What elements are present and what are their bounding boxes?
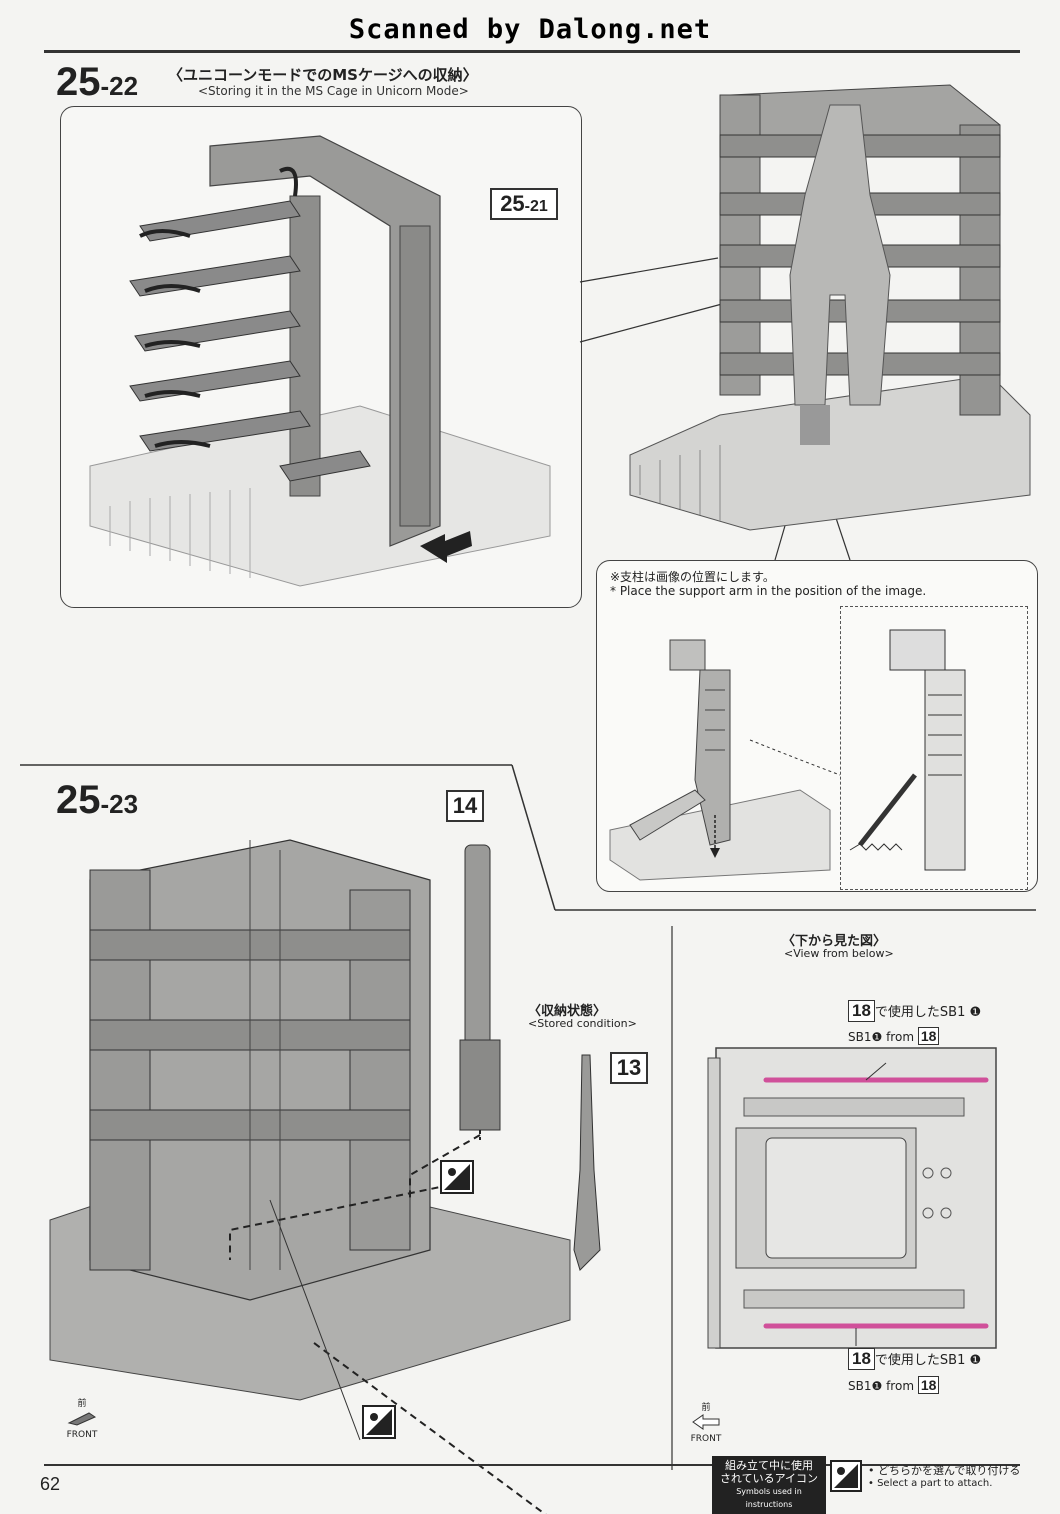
- step-25-22-title-jp: 〈ユニコーンモードでのMSケージへの収納〉: [168, 66, 478, 84]
- step-25-22-title-en: <Storing it in the MS Cage in Unicorn Mo…: [198, 84, 469, 98]
- support-note-jp: ※支柱は画像の位置にします。: [610, 570, 775, 584]
- assembled-cage-illustration: [629, 84, 1031, 531]
- ref-step-25-21: 25-21: [490, 188, 558, 220]
- cage-storage-illustration: [49, 839, 571, 1514]
- support-arm-illustration: [609, 629, 966, 881]
- step-25-22-number: 25-22: [56, 60, 139, 104]
- front-left-arrow-icon: [692, 1414, 720, 1430]
- sb1-top-label-en: SB1❶ from 18: [848, 1027, 940, 1045]
- header-rule: [44, 50, 1020, 53]
- cage-arms-illustration: [89, 135, 551, 587]
- part-14-rifle: [459, 844, 501, 1140]
- scan-banner: Scanned by Dalong.net: [348, 14, 712, 45]
- base-bottom-view-illustration: [707, 1047, 997, 1349]
- front-direction-icon: 前 FRONT: [66, 1399, 98, 1440]
- support-arm-zoom-frame: [840, 606, 1028, 890]
- select-part-icon: [440, 1160, 474, 1194]
- stored-condition-en: <Stored condition>: [528, 1017, 637, 1030]
- footer-rule: [44, 1464, 1020, 1466]
- part-14-label: 14: [446, 790, 484, 822]
- part-13-beam-magnum: [573, 1054, 601, 1271]
- front-arrow-icon: [67, 1412, 97, 1426]
- legend-desc-jp: • どちらかを選んで取り付ける: [868, 1464, 1021, 1477]
- page-number: 62: [40, 1474, 61, 1494]
- select-part-icon: [830, 1460, 862, 1492]
- step-25-23-number: 25-23: [56, 778, 139, 822]
- below-view-title-jp: 〈下から見た図〉: [782, 934, 887, 949]
- front-direction-icon-below: 前 FRONT: [690, 1403, 722, 1444]
- below-view-title-en: <View from below>: [784, 947, 894, 960]
- select-part-icon: [362, 1405, 396, 1439]
- icon-legend-header: 組み立て中に使用 されているアイコン Symbols used in instr…: [712, 1456, 826, 1514]
- support-note-en: * Place the support arm in the position …: [610, 584, 927, 598]
- legend-desc-en: • Select a part to attach.: [868, 1478, 993, 1489]
- part-13-label: 13: [610, 1052, 648, 1084]
- stored-condition-jp: 〈収納状態〉: [528, 1004, 607, 1019]
- sb1-bottom-label-en: SB1❶ from 18: [848, 1376, 940, 1394]
